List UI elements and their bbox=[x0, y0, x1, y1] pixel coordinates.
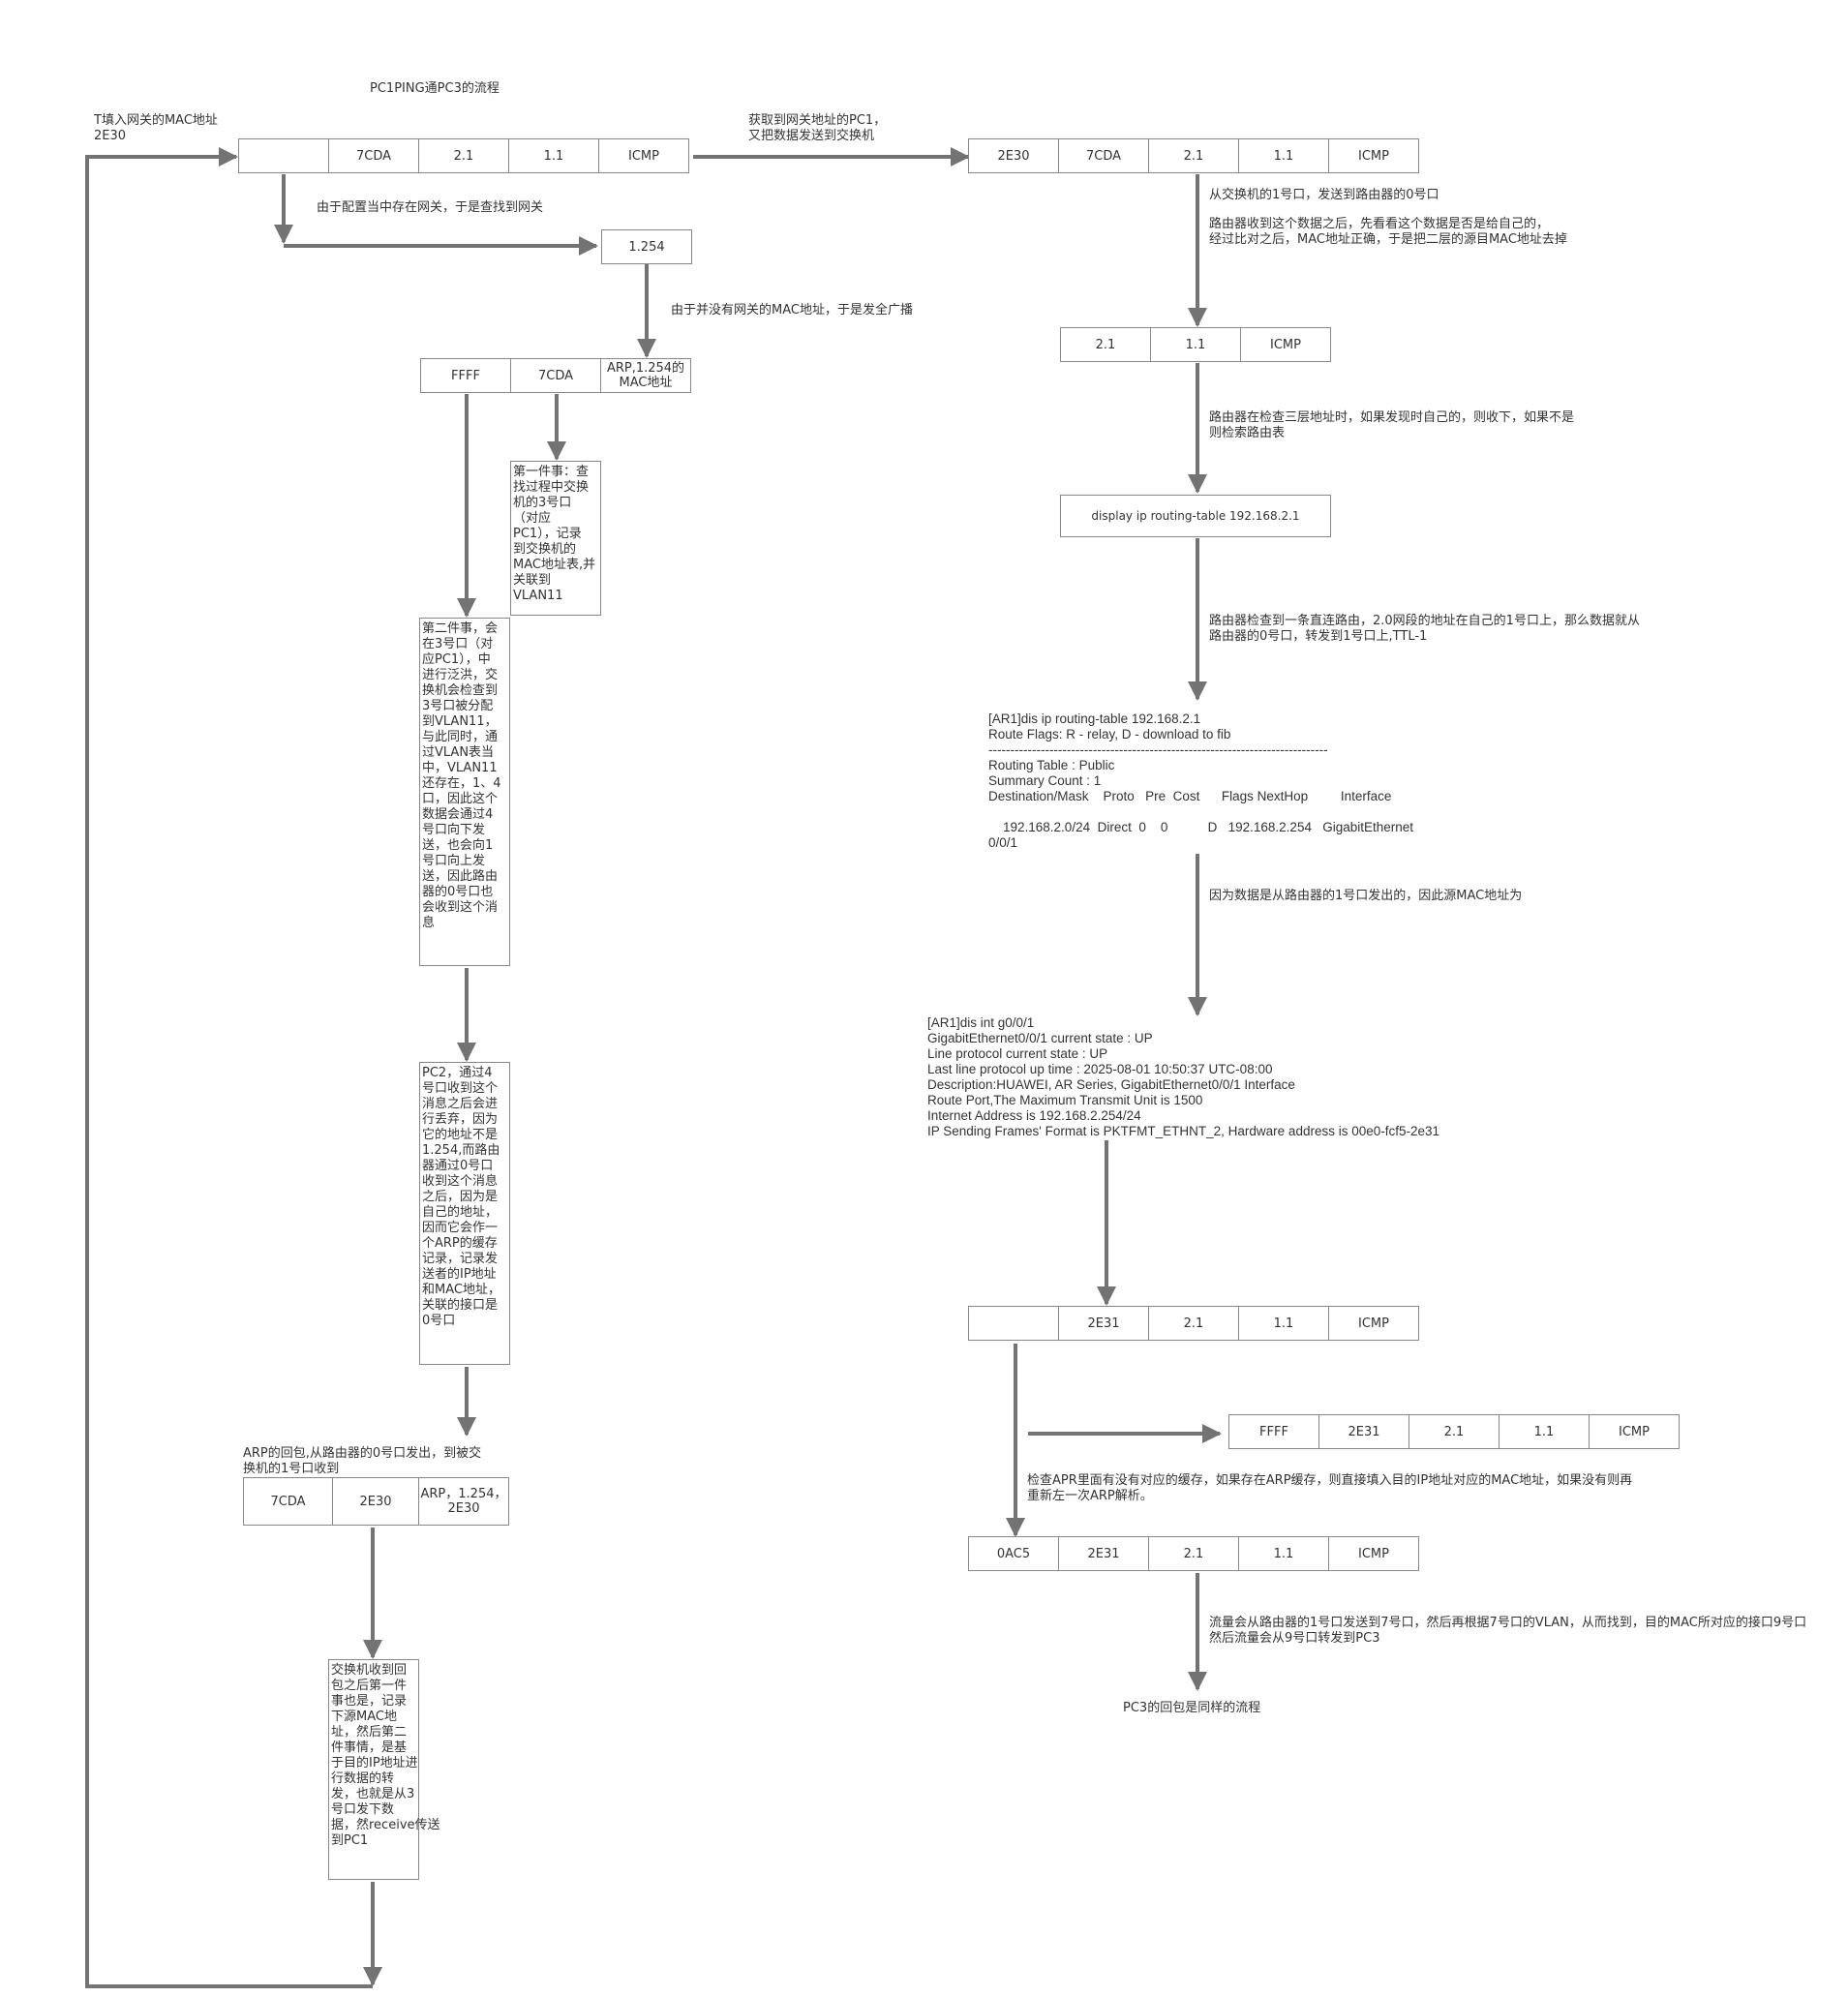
frame-initial-src-ip: 1.1 bbox=[508, 138, 599, 173]
routing-command-text: display ip routing-table 192.168.2.1 bbox=[1060, 495, 1331, 537]
arp-reply-payload: ARP，1.254， 2E30 bbox=[418, 1477, 509, 1526]
broadcast-protocol: ICMP bbox=[1589, 1414, 1680, 1449]
frame-l3-only: 2.1 1.1 ICMP bbox=[1060, 327, 1331, 362]
label-arp-reply-path: ARP的回包,从路由器的0号口发出，到被交 换机的1号口收到 bbox=[243, 1446, 482, 1476]
frame-broadcast-out: FFFF 2E31 2.1 1.1 ICMP bbox=[1228, 1414, 1680, 1449]
gateway-ip-cell: 1.254 bbox=[601, 229, 692, 264]
arp-request-payload: ARP,1.254的 MAC地址 bbox=[600, 358, 691, 393]
final-protocol: ICMP bbox=[1328, 1536, 1419, 1571]
broadcast-src-mac: 2E31 bbox=[1318, 1414, 1409, 1449]
final-dst-mac: 0AC5 bbox=[968, 1536, 1059, 1571]
to-router-dst-ip: 2.1 bbox=[1148, 138, 1239, 173]
label-source-mac-reason: 因为数据是从路由器的1号口发出的，因此源MAC地址为 bbox=[1209, 889, 1523, 903]
final-src-ip: 1.1 bbox=[1238, 1536, 1329, 1571]
broadcast-dst-mac: FFFF bbox=[1228, 1414, 1319, 1449]
arp-reply-dst-mac: 7CDA bbox=[243, 1477, 333, 1526]
terminal-interface-info: [AR1]dis int g0/0/1 GigabitEthernet0/0/1… bbox=[927, 1015, 1440, 1138]
note-pc2-event: PC2，通过4 号口收到这个 消息之后会进 行丢弃，因为 它的地址不是 1.25… bbox=[419, 1062, 510, 1365]
frame-initial: 7CDA 2.1 1.1 ICMP bbox=[238, 138, 689, 173]
router-out-dst-ip: 2.1 bbox=[1148, 1306, 1239, 1341]
to-router-protocol: ICMP bbox=[1328, 138, 1419, 173]
label-switch-to-router: 从交换机的1号口，发送到路由器的0号口 bbox=[1209, 188, 1439, 202]
frame-arp-request: FFFF 7CDA ARP,1.254的 MAC地址 bbox=[420, 358, 691, 393]
note-second-event: 第二件事，会 在3号口（对 应PC1），中 进行泛洪，交 换机会检查到 3号口被… bbox=[419, 618, 510, 966]
frame-initial-dst-mac bbox=[238, 138, 329, 173]
label-router-check-l2: 路由器收到这个数据之后，先看看这个数据是否是给自己的， 经过比对之后，MAC地址… bbox=[1209, 217, 1567, 247]
to-router-dst-mac: 2E30 bbox=[968, 138, 1059, 173]
to-router-src-ip: 1.1 bbox=[1238, 138, 1329, 173]
to-router-src-mac: 7CDA bbox=[1058, 138, 1149, 173]
label-arp-cache-check: 检查APR里面有没有对应的缓存，如果存在ARP缓存，则直接填入目的IP地址对应的… bbox=[1027, 1473, 1633, 1503]
final-src-mac: 2E31 bbox=[1058, 1536, 1149, 1571]
l3-src-ip: 1.1 bbox=[1150, 327, 1241, 362]
router-out-protocol: ICMP bbox=[1328, 1306, 1419, 1341]
l3-dst-ip: 2.1 bbox=[1060, 327, 1151, 362]
broadcast-dst-ip: 2.1 bbox=[1409, 1414, 1500, 1449]
label-traffic-to-pc3: 流量会从路由器的1号口发送到7号口，然后再根据7号口的VLAN，从而找到，目的M… bbox=[1209, 1616, 1807, 1646]
note-first-event: 第一件事：查 找过程中交换 机的3号口 （对应 PC1），记录 到交换机的 MA… bbox=[510, 461, 601, 616]
arp-reply-src-mac: 2E30 bbox=[332, 1477, 419, 1526]
label-router-direct-route: 路由器检查到一条直连路由，2.0网段的地址在自己的1号口上，那么数据就从 路由器… bbox=[1209, 614, 1640, 644]
arp-request-src-mac: 7CDA bbox=[510, 358, 601, 393]
frame-to-router: 2E30 7CDA 2.1 1.1 ICMP bbox=[968, 138, 1419, 173]
frame-gateway-ip: 1.254 bbox=[601, 229, 692, 264]
broadcast-src-ip: 1.1 bbox=[1499, 1414, 1590, 1449]
return-loop-arrow bbox=[85, 147, 373, 1988]
frame-router-out: 2E31 2.1 1.1 ICMP bbox=[968, 1306, 1419, 1341]
l3-protocol: ICMP bbox=[1240, 327, 1331, 362]
label-got-gateway-mac: 获取到网关地址的PC1， 又把数据发送到交换机 bbox=[748, 113, 887, 143]
label-pc3-reply: PC3的回包是同样的流程 bbox=[1123, 1701, 1261, 1715]
router-out-src-ip: 1.1 bbox=[1238, 1306, 1329, 1341]
final-dst-ip: 2.1 bbox=[1148, 1536, 1239, 1571]
label-fill-gateway-mac: T填入网关的MAC地址 2E30 bbox=[94, 113, 218, 143]
router-out-dst-mac bbox=[968, 1306, 1059, 1341]
frame-initial-dst-ip: 2.1 bbox=[418, 138, 509, 173]
routing-command-box: display ip routing-table 192.168.2.1 bbox=[1060, 495, 1331, 537]
frame-arp-reply: 7CDA 2E30 ARP，1.254， 2E30 bbox=[243, 1477, 509, 1526]
terminal-routing-table: [AR1]dis ip routing-table 192.168.2.1 Ro… bbox=[988, 711, 1414, 850]
label-router-check-l3: 路由器在检查三层地址时，如果发现时自己的，则收下，如果不是 则检索路由表 bbox=[1209, 410, 1575, 440]
frame-final: 0AC5 2E31 2.1 1.1 ICMP bbox=[968, 1536, 1419, 1571]
diagram-title: PC1PING通PC3的流程 bbox=[370, 81, 500, 96]
frame-initial-src-mac: 7CDA bbox=[328, 138, 419, 173]
arp-request-dst-mac: FFFF bbox=[420, 358, 511, 393]
label-no-gateway-mac: 由于并没有网关的MAC地址，于是发全广播 bbox=[671, 303, 913, 318]
router-out-src-mac: 2E31 bbox=[1058, 1306, 1149, 1341]
note-switch-reply: 交换机收到回 包之后第一件 事也是，记录 下源MAC地 址，然后第二 件事情，是… bbox=[328, 1659, 440, 1880]
frame-initial-protocol: ICMP bbox=[598, 138, 689, 173]
label-config-gateway: 由于配置当中存在网关，于是查找到网关 bbox=[317, 200, 544, 215]
